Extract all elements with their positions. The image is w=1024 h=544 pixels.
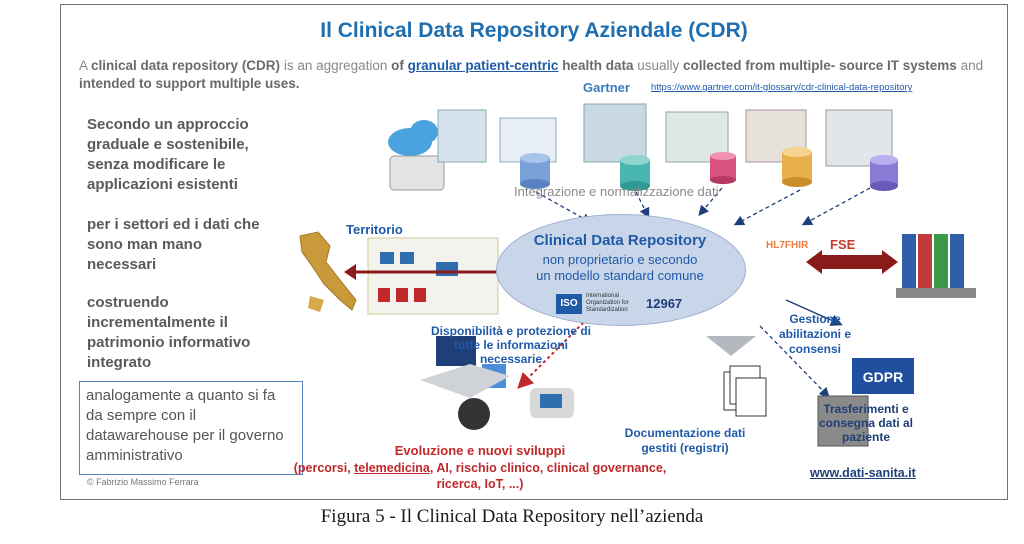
italy-map-icon [299, 231, 357, 311]
hl7-fhir-badge-right: HL7FHIR [766, 240, 808, 251]
cdr-title: Clinical Data Repository [533, 232, 707, 249]
definition-part: of [391, 58, 408, 73]
iso-logo: ISO [556, 294, 582, 314]
territorio-label: Territorio [346, 222, 403, 237]
gestione-arrow [785, 299, 843, 326]
fse-binders-icon [896, 234, 976, 298]
cdr-line-2: un modello standard comune [536, 268, 704, 283]
figure-caption: Figura 5 - Il Clinical Data Repository n… [320, 506, 704, 527]
smartphone-icon [540, 394, 562, 408]
fhir-text: FHIR [784, 240, 809, 251]
source-name: Gartner [583, 80, 630, 95]
cloud-icon [388, 120, 438, 156]
definition-part: health data [558, 58, 638, 73]
puzzle-base-icon [420, 364, 510, 398]
source-url-link[interactable]: https://www.gartner.com/it-glossary/cdr-… [651, 82, 913, 93]
filing-cabinet-icon [817, 395, 869, 447]
iso-organization: International Organization for Standardi… [586, 293, 629, 313]
medical-device-icon [389, 155, 445, 191]
website-link[interactable]: www.dati-sanita.it [810, 466, 916, 480]
cdr-line-1: non proprietario e secondo [542, 252, 698, 267]
gdpr-badge: GDPR [852, 358, 914, 394]
definition-part: is an aggregation [280, 58, 392, 73]
definition-text: A clinical data repository (CDR) is an a… [79, 57, 999, 93]
evolution-arrow [517, 299, 607, 389]
trasferimenti-arrow [759, 325, 830, 398]
definition-link[interactable]: granular patient-centric [407, 58, 559, 73]
documents-icon [723, 365, 767, 417]
territorio-panel [367, 237, 499, 315]
computer-monitor-icon [436, 336, 476, 366]
cdr-fse-arrow [806, 250, 898, 274]
hl7-text: HL7 [766, 240, 785, 251]
integration-label: Integrazione e normalizzazione dati [514, 184, 719, 199]
definition-part: collected from multiple- source IT syste… [682, 58, 957, 73]
definition-part: and [956, 58, 984, 73]
database-icon [620, 155, 650, 191]
documentation-pointer [706, 336, 756, 356]
definition-part: usually [637, 58, 683, 73]
evoluzione-part: (percorsi, [293, 461, 355, 475]
sardinia-icon [308, 296, 324, 312]
fse-label: FSE [830, 237, 856, 252]
evoluzione-part: , AI, rischio clinico, clinical governan… [429, 461, 667, 491]
figure-title: Il Clinical Data Repository Aziendale (C… [320, 19, 748, 42]
iso-standard-number: 12967 [646, 296, 683, 311]
left-point-1: Secondo un approccio graduale e sostenib… [87, 116, 249, 193]
copyright-text: © Fabrizio Massimo Ferrara [87, 477, 199, 487]
hospital-room-photo [583, 103, 647, 163]
cdr-ellipse [496, 214, 746, 326]
smartwatch-icon [458, 398, 490, 430]
database-icon [710, 152, 736, 184]
gestione-label: Gestione abilitazioni e consensi [778, 312, 851, 356]
database-icon [520, 153, 550, 189]
definition-term: clinical data repository (CDR) [91, 58, 281, 73]
trasferimenti-label: Trasferimenti e consegna dati al pazient… [818, 402, 914, 444]
ultrasound-icon [437, 109, 487, 163]
definition-part: A [79, 58, 92, 73]
evoluzione-details: (percorsi, telemedicina, AI, rischio cli… [290, 460, 670, 492]
definition-part: intended to support multiple uses. [79, 76, 300, 91]
telemedicina-text: telemedicina [354, 461, 430, 475]
territorio-building-icons [378, 288, 426, 302]
cdr-subtitle: non proprietario e secondo un modello st… [496, 252, 744, 284]
documentazione-label: Documentazione dati gestiti (registri) [624, 426, 746, 455]
database-icon [870, 155, 898, 191]
left-point-3: costruendo incrementalmente il patrimoni… [87, 294, 251, 371]
evoluzione-title: Evoluzione e nuovi sviluppi [394, 443, 566, 458]
left-point-2: per i settori ed i dati che sono man man… [87, 216, 260, 273]
boxed-point: analogamente a quanto si fa da sempre co… [79, 381, 303, 475]
database-icon [782, 147, 812, 187]
disponibilita-label: Disponibilità e protezione di tutte le i… [430, 324, 591, 366]
